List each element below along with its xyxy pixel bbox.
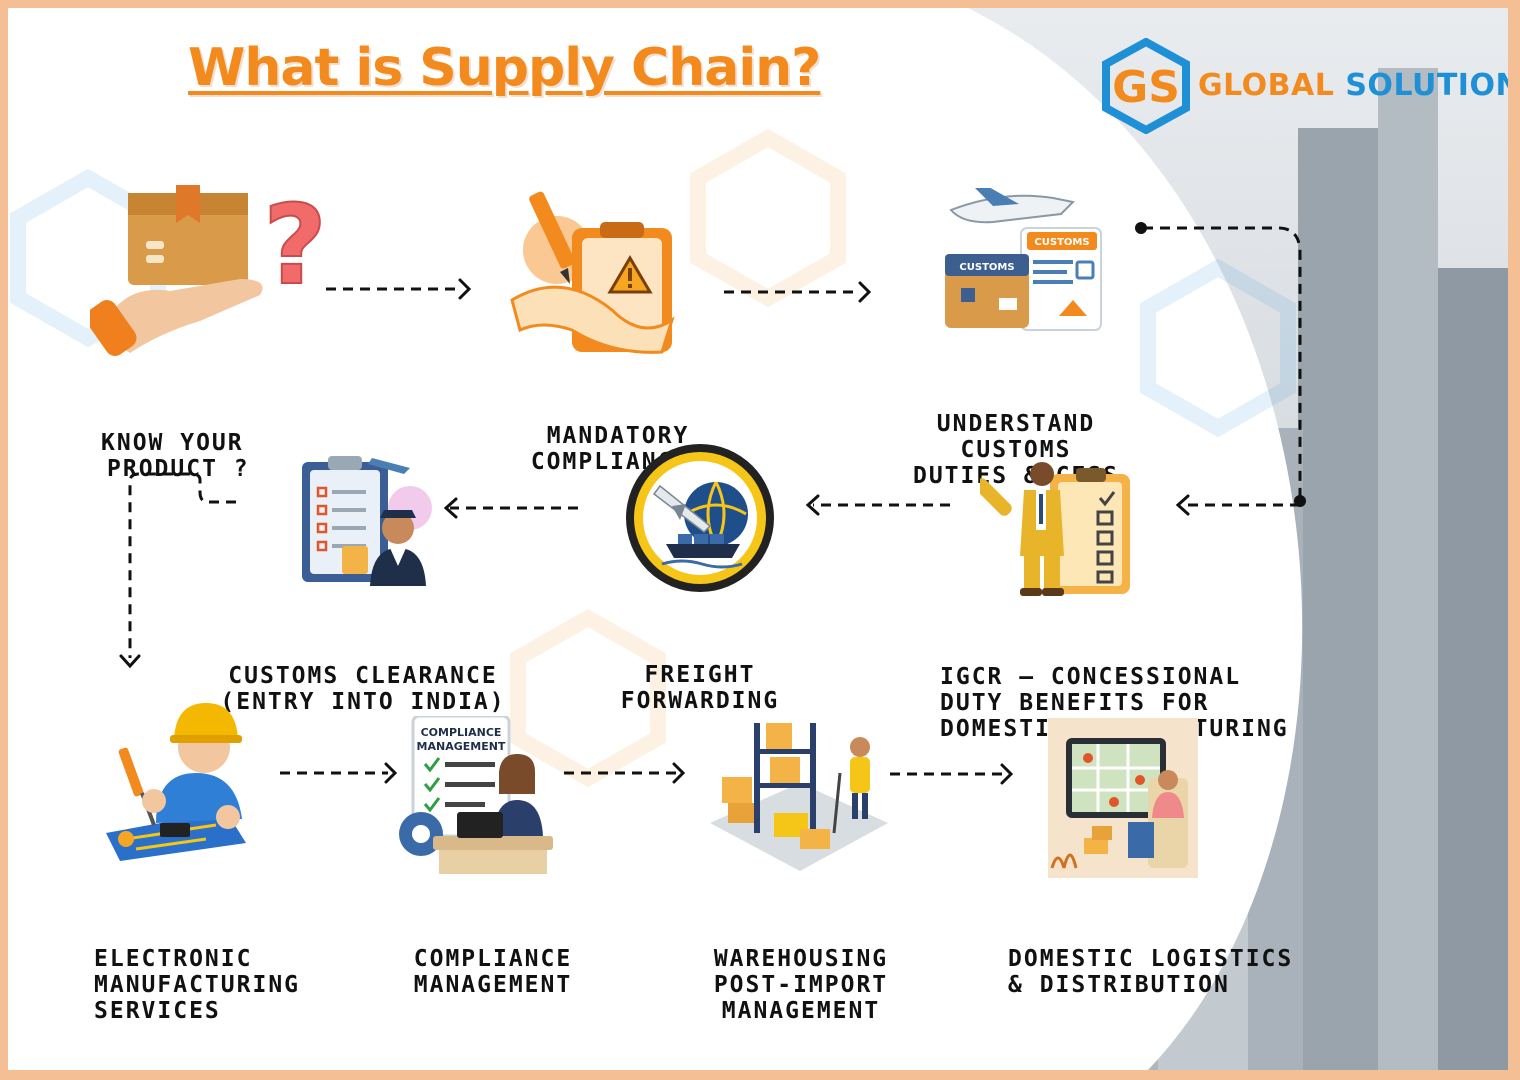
freight-globe-ship-plane-icon bbox=[626, 444, 774, 592]
customs-officer-clipboard-icon bbox=[302, 456, 432, 586]
compliance-doc-line-2: MANAGEMENT bbox=[417, 740, 506, 753]
warehouse-forklift-icon bbox=[710, 723, 888, 871]
compliance-desk-icon: COMPLIANCE MANAGEMENT bbox=[399, 716, 553, 874]
watermark-gs bbox=[10, 128, 1296, 788]
logo-wordmark: GLOBAL SOLUTION bbox=[1198, 68, 1508, 103]
airplane-customs-box-icon: CUSTOMS CUSTOMS bbox=[945, 188, 1102, 331]
logistics-map-screen-icon bbox=[1048, 718, 1198, 878]
infographic-panel: What is Supply Chain? GS GLOBAL SOLUTION… bbox=[8, 8, 1508, 1070]
step-label-domestic-logistics: DOMESTIC LOGISTICS& DISTRIBUTION bbox=[1008, 946, 1294, 998]
customs-box-text: CUSTOMS bbox=[959, 262, 1014, 273]
gs-hexagon-icon: GS bbox=[1102, 37, 1190, 135]
logo-mark: GS bbox=[1112, 62, 1180, 113]
businessman-checklist-icon bbox=[980, 462, 1130, 596]
arrow-3-to-4 bbox=[1143, 226, 1302, 501]
technician-circuit-board-icon bbox=[106, 703, 246, 861]
arrow-heads bbox=[119, 278, 1190, 785]
checklist-warning-icon bbox=[510, 191, 675, 354]
arrow-6-to-7 bbox=[128, 472, 236, 658]
brand-logo: GS GLOBAL SOLUTION bbox=[1098, 37, 1508, 138]
compliance-doc-line-1: COMPLIANCE bbox=[421, 726, 502, 739]
customs-doc-text: CUSTOMS bbox=[1034, 237, 1089, 248]
page-title: What is Supply Chain? bbox=[188, 38, 821, 98]
flow-connectors bbox=[128, 226, 1302, 776]
step-label-customs-clearance: CUSTOMS CLEARANCE(ENTRY INTO INDIA) bbox=[220, 663, 506, 715]
box-in-hand-question-icon: ? bbox=[90, 183, 328, 356]
svg-text:?: ? bbox=[263, 183, 327, 309]
logo-word-global: GLOBAL bbox=[1198, 68, 1335, 103]
logo-word-solution: SOLUTION bbox=[1345, 68, 1508, 103]
